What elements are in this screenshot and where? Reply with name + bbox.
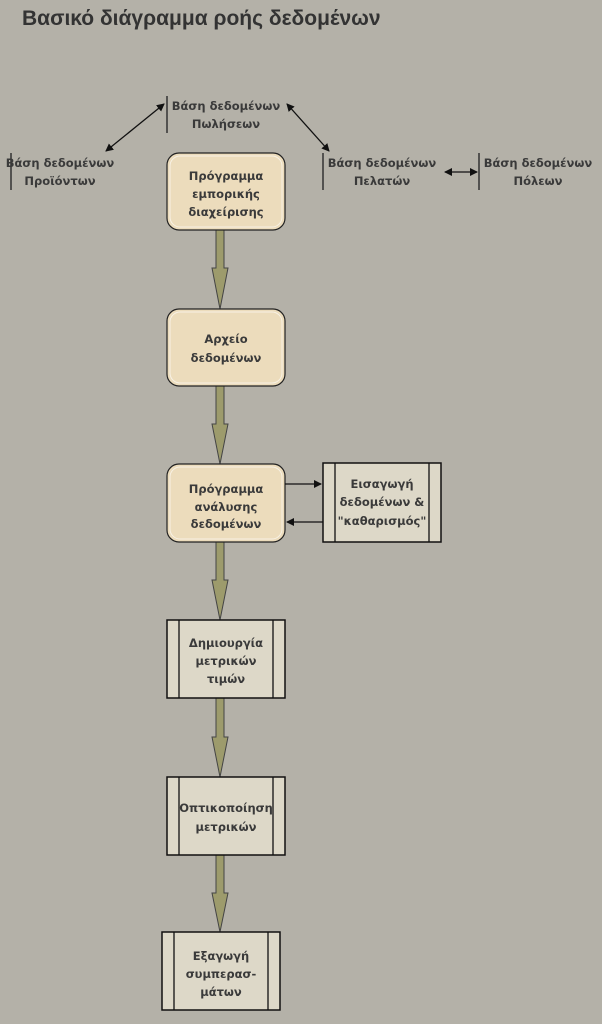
node-label: τιμών bbox=[207, 672, 245, 686]
node-metrics-visualization: Οπτικοποίηση μετρικών bbox=[166, 776, 286, 856]
flow-arrows bbox=[211, 229, 229, 933]
node-erp-program: Πρόγραμμα εμπορικής διαχείρισης bbox=[166, 152, 286, 231]
node-label: μάτων bbox=[200, 985, 242, 999]
flow-arrow bbox=[211, 854, 229, 933]
node-label: μετρικών bbox=[196, 820, 257, 834]
node-label: διαχείρισης bbox=[188, 205, 263, 219]
datastore-customers: Βάση δεδομένων Πελατών bbox=[322, 153, 437, 190]
flow-arrow bbox=[211, 229, 229, 310]
node-label: Βάση δεδομένων bbox=[484, 156, 593, 170]
node-label: Πελατών bbox=[354, 174, 411, 188]
datastore-cities: Βάση δεδομένων Πόλεων bbox=[478, 153, 593, 190]
node-label: μετρικών bbox=[196, 654, 257, 668]
arrow-sales-customers bbox=[286, 103, 330, 152]
node-label: Βάση δεδομένων bbox=[6, 156, 115, 170]
node-label: ανάλυσης bbox=[195, 500, 258, 514]
node-label: δεδομένων bbox=[191, 351, 262, 365]
node-label: "καθαρισμός" bbox=[338, 514, 427, 528]
node-label: Αρχείο bbox=[204, 332, 247, 346]
flow-arrow bbox=[211, 541, 229, 621]
node-label: Βάση δεδομένων bbox=[172, 99, 281, 113]
node-label: Πωλήσεων bbox=[192, 117, 260, 131]
datastore-products: Βάση δεδομένων Προϊόντων bbox=[6, 153, 115, 190]
node-analysis-program: Πρόγραμμα ανάλυσης δεδομένων bbox=[166, 463, 286, 543]
node-import-cleaning: Εισαγωγή δεδομένων & "καθαρισμός" bbox=[322, 462, 442, 543]
node-label: Πόλεων bbox=[513, 174, 562, 188]
flow-arrow bbox=[211, 697, 229, 778]
datastore-sales: Βάση δεδομένων Πωλήσεων bbox=[166, 96, 281, 133]
node-label: Πρόγραμμα bbox=[189, 482, 264, 496]
node-label: δεδομένων bbox=[191, 517, 262, 531]
arrow-sales-products bbox=[105, 103, 165, 152]
node-label: Προϊόντων bbox=[24, 174, 95, 188]
node-label: Δημιουργία bbox=[189, 636, 263, 650]
node-label: Οπτικοποίηση bbox=[179, 801, 273, 815]
flow-arrow bbox=[211, 385, 229, 465]
node-label: Εισαγωγή bbox=[350, 477, 413, 491]
node-label: δεδομένων & bbox=[340, 495, 425, 509]
node-label: εμπορικής bbox=[192, 187, 260, 201]
node-label: Πρόγραμμα bbox=[189, 169, 264, 183]
node-label: Εξαγωγή bbox=[193, 949, 249, 963]
page-title: Βασικό διάγραμμα ροής δεδομένων bbox=[22, 7, 381, 30]
node-conclusions: Εξαγωγή συμπερασ- μάτων bbox=[161, 931, 281, 1011]
node-data-file: Αρχείο δεδομένων bbox=[166, 308, 286, 387]
node-label: Βάση δεδομένων bbox=[328, 156, 437, 170]
node-label: συμπερασ- bbox=[186, 967, 257, 981]
node-metrics-creation: Δημιουργία μετρικών τιμών bbox=[166, 619, 286, 699]
